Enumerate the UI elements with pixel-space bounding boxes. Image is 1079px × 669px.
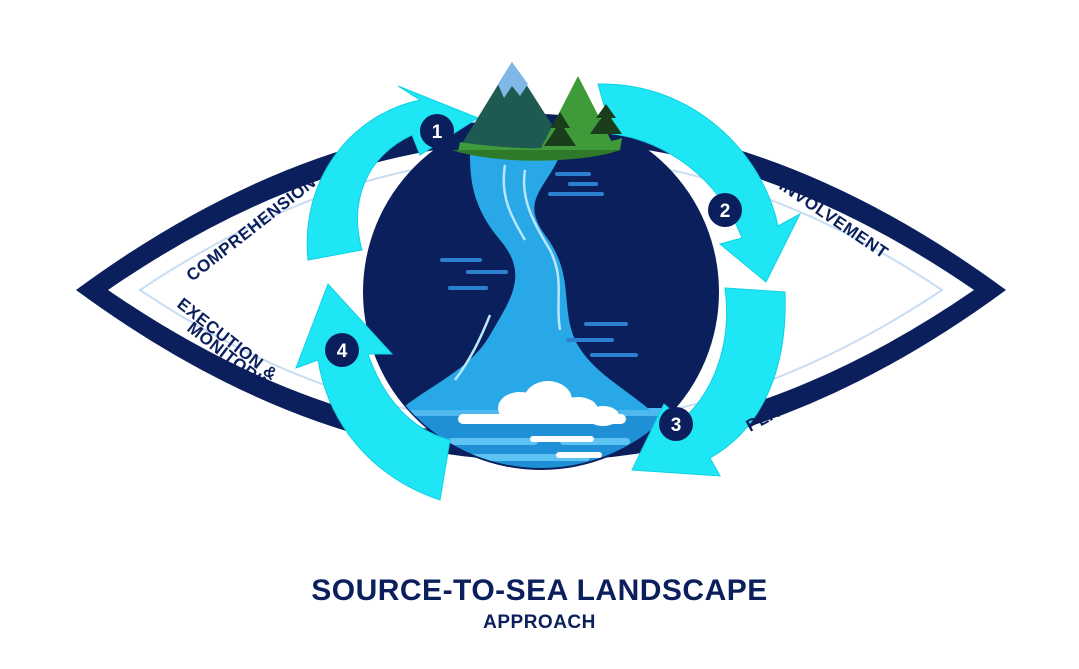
mountains (452, 62, 622, 161)
river (400, 155, 650, 410)
stage-2-badge: 2 (708, 193, 742, 227)
stage-3-badge: 3 (659, 407, 693, 441)
stage-1-number: 1 (432, 122, 443, 143)
stage-3-number: 3 (671, 415, 682, 436)
arrow-2 (597, 83, 802, 283)
stage-4-number: 4 (337, 341, 348, 362)
wind-lines (440, 172, 638, 357)
stage-2-number: 2 (720, 201, 731, 222)
cloud (458, 381, 626, 426)
stage-4-badge: 4 (325, 333, 359, 367)
stage-1-badge: 1 (420, 114, 454, 148)
diagram-title: SOURCE-TO-SEA LANDSCAPE (311, 574, 768, 607)
sea-sparkles (530, 436, 604, 473)
diagram-subtitle: APPROACH (483, 612, 596, 633)
